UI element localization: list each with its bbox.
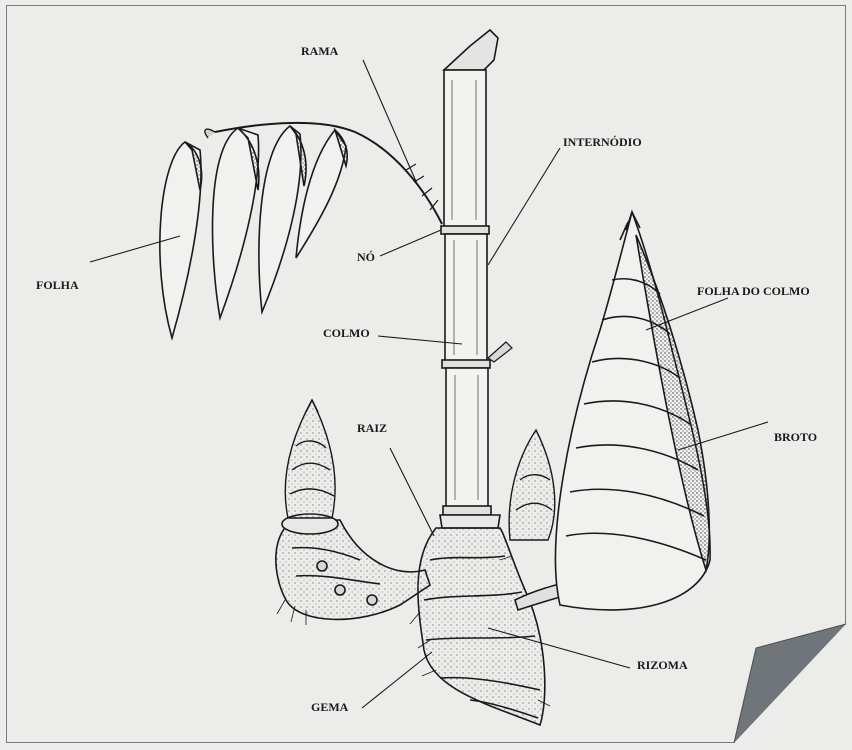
- middle-shoot-illustration: [509, 430, 555, 540]
- label-internodio: INTERNÓDIO: [563, 135, 642, 149]
- label-rama: RAMA: [301, 44, 339, 58]
- leader-rama: [363, 60, 418, 186]
- label-no: NÓ: [357, 250, 375, 264]
- page-curl-corner: [734, 624, 846, 743]
- label-folha: FOLHA: [36, 278, 79, 292]
- rhizome-illustration: [276, 514, 578, 725]
- label-rizoma: RIZOMA: [637, 658, 688, 672]
- culm-illustration: [440, 30, 512, 528]
- label-gema: GEMA: [311, 700, 349, 714]
- label-colmo: COLMO: [323, 326, 370, 340]
- left-shoot-illustration: [285, 400, 335, 518]
- leader-no: [380, 230, 441, 256]
- leaves-illustration: [160, 126, 347, 338]
- leader-raiz: [390, 448, 434, 536]
- leader-gema: [362, 652, 432, 708]
- label-folha-do-colmo: FOLHA DO COLMO: [697, 284, 810, 298]
- large-shoot-illustration: [556, 212, 711, 610]
- label-broto: BROTO: [774, 430, 817, 444]
- leader-internodio: [488, 148, 560, 265]
- label-raiz: RAIZ: [357, 421, 387, 435]
